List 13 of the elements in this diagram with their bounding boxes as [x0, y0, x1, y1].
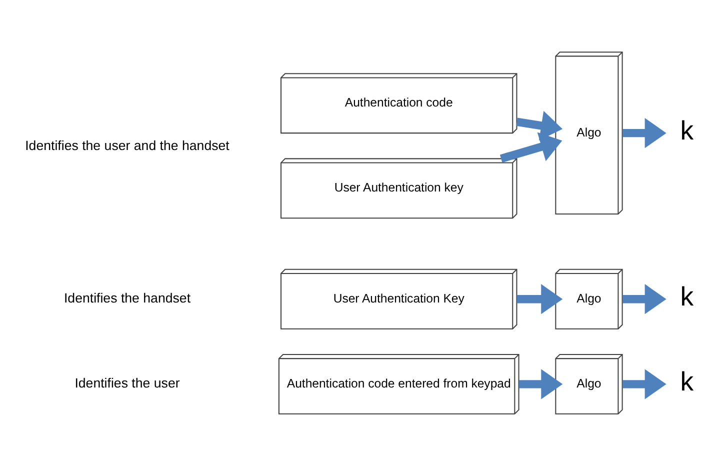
node-text: k	[680, 366, 694, 397]
label: Identifies the user and the handset	[25, 138, 230, 153]
arrow	[622, 369, 666, 400]
arrow	[500, 132, 562, 163]
arrow	[622, 118, 666, 148]
arrow	[516, 110, 563, 141]
node-text: k	[680, 282, 694, 312]
node-text: k	[680, 116, 694, 146]
arrow	[622, 284, 666, 314]
label: Identifies the user	[74, 376, 180, 391]
arrow	[516, 284, 563, 314]
label: Identifies the handset	[64, 290, 191, 306]
arrow	[519, 369, 563, 400]
